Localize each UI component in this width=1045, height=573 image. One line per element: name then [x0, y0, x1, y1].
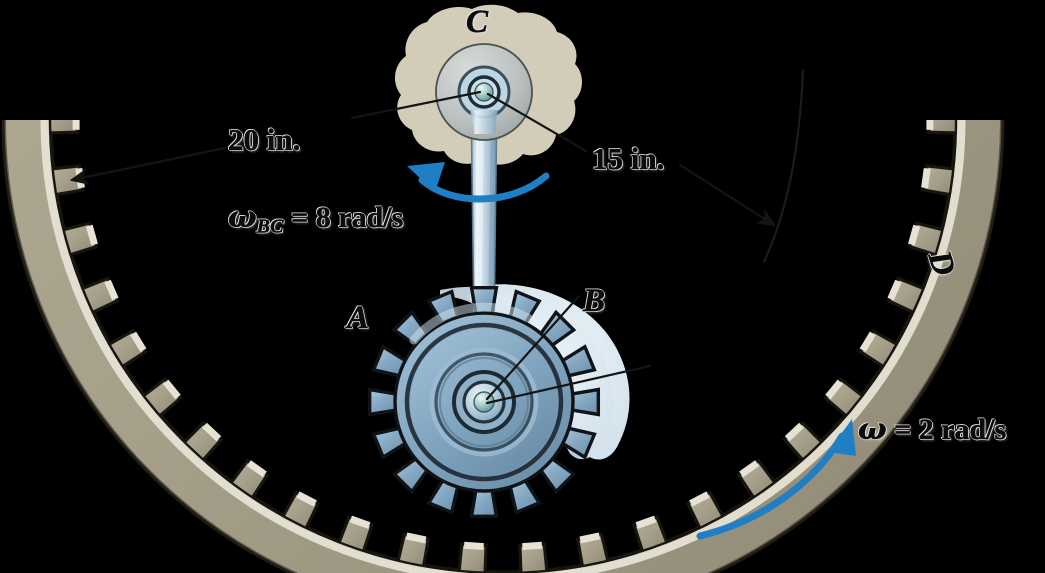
leader-15in-lower — [678, 163, 777, 227]
leader-15in-upper — [486, 92, 588, 153]
dimension-label-20in: 20 in. — [228, 122, 301, 158]
omega-ring-symbol: ω — [858, 412, 887, 448]
omega-ring-value: = 2 rad/s — [894, 413, 1007, 447]
leader-20in-right — [350, 90, 482, 120]
omega-bc-arrow — [407, 162, 550, 203]
omega-ring-arrow — [696, 419, 856, 540]
dimension-label-15in: 15 in. — [592, 141, 665, 177]
omega-bc-subscript: BC — [256, 215, 284, 238]
omega-bc-symbol: ω — [228, 200, 257, 236]
point-label-a: A — [347, 300, 370, 337]
ring-gear-d — [1, 120, 1005, 573]
leader-b-radius — [485, 364, 652, 405]
omega-bc-value: = 8 rad/s — [291, 201, 404, 235]
pivot-c — [435, 43, 533, 141]
omega-ring-label: ω = 2 rad/s — [858, 412, 1007, 448]
path-arc-of-b — [762, 68, 805, 264]
leader-20in-left — [69, 146, 227, 186]
point-label-c: C — [466, 4, 489, 41]
leader-b-label — [485, 294, 581, 401]
leader-lines — [69, 90, 777, 405]
hub-b — [439, 357, 529, 447]
omega-bc-label: ωBC = 8 rad/s — [228, 200, 404, 239]
point-label-b: B — [583, 283, 606, 320]
